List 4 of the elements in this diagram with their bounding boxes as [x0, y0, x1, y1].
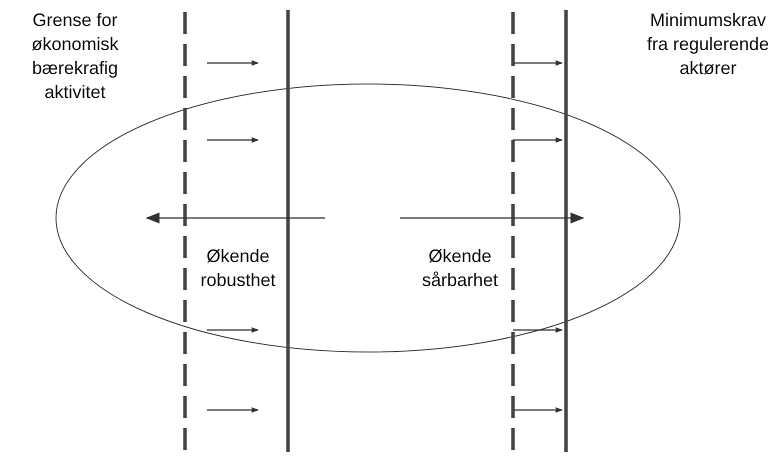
text-label: Økende sårbarhet	[420, 245, 500, 292]
text-label: Minimumskrav fra regulerende aktører	[646, 9, 770, 80]
text-label: Økende robusthet	[199, 245, 277, 292]
text-label: Grense for økonomisk bærekrafig aktivitet	[30, 9, 120, 104]
